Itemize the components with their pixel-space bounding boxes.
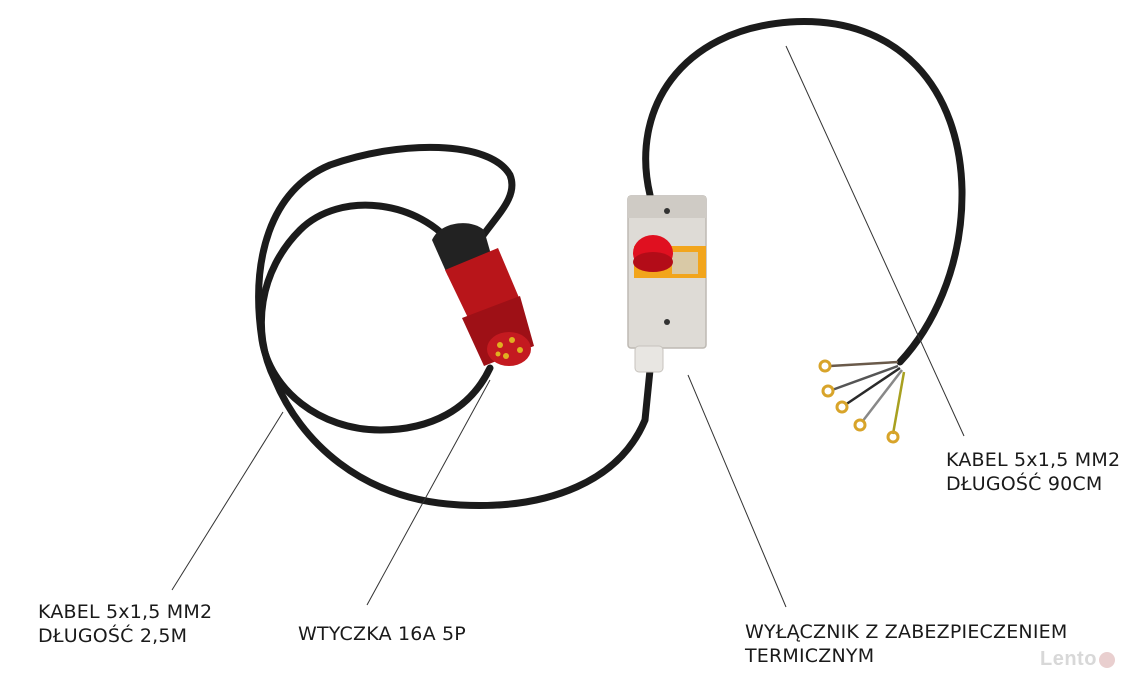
lento-watermark: Lento [1040,648,1115,671]
leader-lines [171,45,965,608]
short-cable-label-line2: DŁUGOŚĆ 90CM [946,473,1103,495]
long-cable [255,143,654,510]
switch-label: WYŁĄCZNIK Z ZABEZPIECZENIEM TERMICZNYM [745,620,1067,668]
short-cable-label-line1: KABEL 5x1,5 MM2 [946,449,1121,471]
long-cable-label-line2: DŁUGOŚĆ 2,5M [38,625,188,647]
short-cable [642,18,966,366]
plug-label-text: WTYCZKA 16A 5P [298,623,466,645]
switch-label-line2: TERMICZNYM [745,645,875,667]
plug-label: WTYCZKA 16A 5P [298,622,466,646]
switch-label-line1: WYŁĄCZNIK Z ZABEZPIECZENIEM [745,621,1068,643]
thermal-switch [627,195,707,373]
wire-ends [818,359,906,444]
long-cable-label-line1: KABEL 5x1,5 MM2 [38,601,213,623]
watermark-text: Lento [1040,648,1097,670]
short-cable-label: KABEL 5x1,5 MM2 DŁUGOŚĆ 90CM [946,448,1120,496]
red-plug [432,223,534,366]
watermark-dot-icon [1098,651,1115,668]
long-cable-label: KABEL 5x1,5 MM2 DŁUGOŚĆ 2,5M [38,600,212,648]
